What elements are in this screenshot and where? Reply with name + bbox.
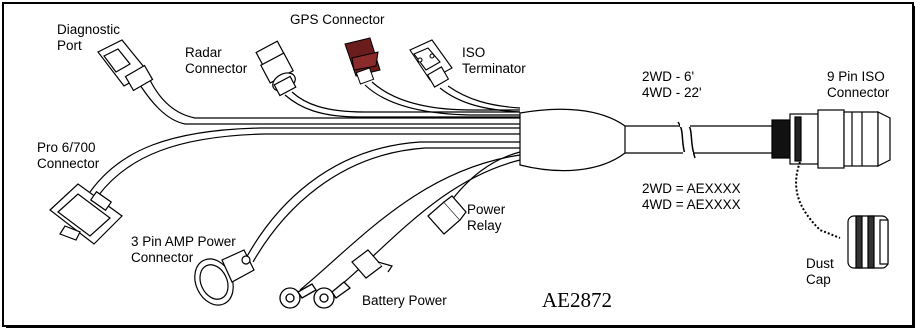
label-cable-length: 2WD - 6' 4WD - 22' <box>642 69 702 100</box>
label-battery-power: Battery Power <box>362 293 447 308</box>
part-code: AE2872 <box>542 288 612 312</box>
iso-9pin-connector <box>771 109 891 169</box>
iso-terminator-connector <box>409 39 453 88</box>
radar-connector <box>255 40 297 97</box>
diagram-frame <box>2 2 914 327</box>
label-diagnostic-port: Diagnostic Port <box>57 22 121 53</box>
wire-gps <box>364 84 520 116</box>
label-radar-connector: Radar Connector <box>185 45 248 76</box>
wire-radar <box>284 94 520 118</box>
harness-junction <box>519 108 626 172</box>
label-part-numbers: 2WD = AEXXXX 4WD = AEXXXX <box>642 181 741 212</box>
dust-cap <box>847 215 889 269</box>
dust-cap-chain <box>795 161 841 239</box>
wire-iso-terminator <box>439 87 521 113</box>
battery-ring-terminals <box>279 281 352 309</box>
label-iso-connector: 9 Pin ISO Connector <box>827 69 890 100</box>
wire-amp <box>244 141 520 261</box>
gps-connector <box>344 37 381 85</box>
pro-connector <box>49 183 123 245</box>
amp-power-connector <box>194 249 255 306</box>
diagnostic-port-connector <box>97 39 154 92</box>
power-relay <box>427 195 467 235</box>
wire-relay <box>447 151 521 206</box>
label-amp-power: 3 Pin AMP Power Connector <box>131 234 236 265</box>
fuse-holder <box>351 249 393 279</box>
wire-pro <box>89 127 520 193</box>
wire-diagnostic <box>139 84 520 125</box>
wire-battery-1 <box>299 154 521 291</box>
label-gps-connector: GPS Connector <box>290 12 385 27</box>
label-pro-connector: Pro 6/700 Connector <box>37 140 100 171</box>
label-iso-terminator: ISO Terminator <box>462 45 526 76</box>
label-power-relay: Power Relay <box>467 202 506 233</box>
label-dust-cap: Dust Cap <box>806 256 834 287</box>
